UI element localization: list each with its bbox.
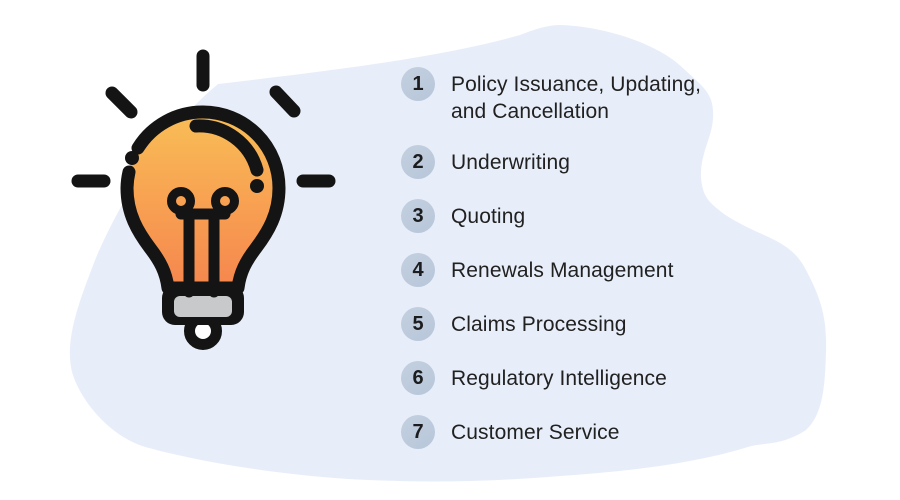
outline-gap-dot: [125, 151, 139, 165]
process-list: 1 Policy Issuance, Updating, and Cancella…: [401, 67, 701, 449]
list-item: 7 Customer Service: [401, 415, 701, 449]
item-label: Renewals Management: [451, 259, 674, 282]
bulb-outline: [120, 105, 286, 295]
item-label: Quoting: [451, 205, 526, 228]
item-number-badge: 1: [401, 67, 435, 101]
item-label: Customer Service: [451, 421, 620, 444]
lightbulb-icon: [71, 49, 336, 350]
item-label: Regulatory Intelligence: [451, 367, 667, 390]
item-label: Claims Processing: [451, 313, 627, 336]
item-label: Underwriting: [451, 151, 571, 174]
bulb-filament: [167, 187, 239, 298]
item-number-badge: 5: [401, 307, 435, 341]
bulb-shine-dot: [250, 179, 264, 193]
list-item: 3 Quoting: [401, 199, 701, 233]
bulb-rays: [71, 49, 336, 188]
bulb-glass: [127, 112, 279, 288]
item-number-badge: 7: [401, 415, 435, 449]
bulb-socket: [174, 296, 232, 317]
item-number-badge: 2: [401, 145, 435, 179]
item-number-badge: 6: [401, 361, 435, 395]
list-item: 1 Policy Issuance, Updating, and Cancella…: [401, 67, 701, 125]
bulb-shine-arc: [189, 119, 264, 177]
item-number-badge: 3: [401, 199, 435, 233]
item-label: Policy Issuance, Updating, and Cancellat…: [451, 73, 702, 123]
list-item: 5 Claims Processing: [401, 307, 701, 341]
list-item: 4 Renewals Management: [401, 253, 701, 287]
list-item: 2 Underwriting: [401, 145, 701, 179]
list-item: 6 Regulatory Intelligence: [401, 361, 701, 395]
item-number-badge: 4: [401, 253, 435, 287]
